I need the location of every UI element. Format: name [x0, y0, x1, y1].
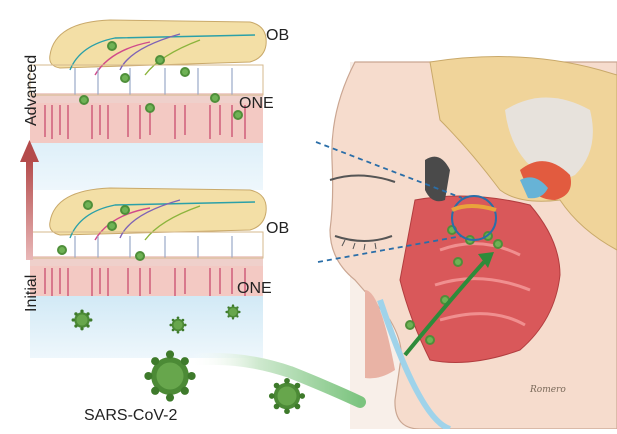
one-label-advanced: ONE — [239, 96, 274, 112]
ob-label-initial: OB — [266, 221, 289, 237]
advanced-stage-label: Advanced — [24, 55, 40, 126]
initial-stage-panel — [30, 188, 266, 358]
one-label-initial: ONE — [237, 281, 272, 297]
mucus-layer — [30, 290, 263, 358]
initial-stage-label: Initial — [24, 275, 40, 312]
olfactory-epithelium — [30, 266, 263, 296]
cribriform-plate — [30, 65, 263, 95]
progression-arrow — [20, 140, 39, 260]
artist-signature: Romero — [529, 385, 566, 395]
head-sagittal-section — [330, 57, 617, 429]
advanced-stage-panel — [30, 20, 266, 190]
virus-label: SARS-CoV-2 — [84, 408, 177, 424]
cribriform-plate — [30, 232, 263, 258]
ob-label-advanced: OB — [266, 28, 289, 44]
sars-cov-2-particle-small — [269, 378, 305, 414]
